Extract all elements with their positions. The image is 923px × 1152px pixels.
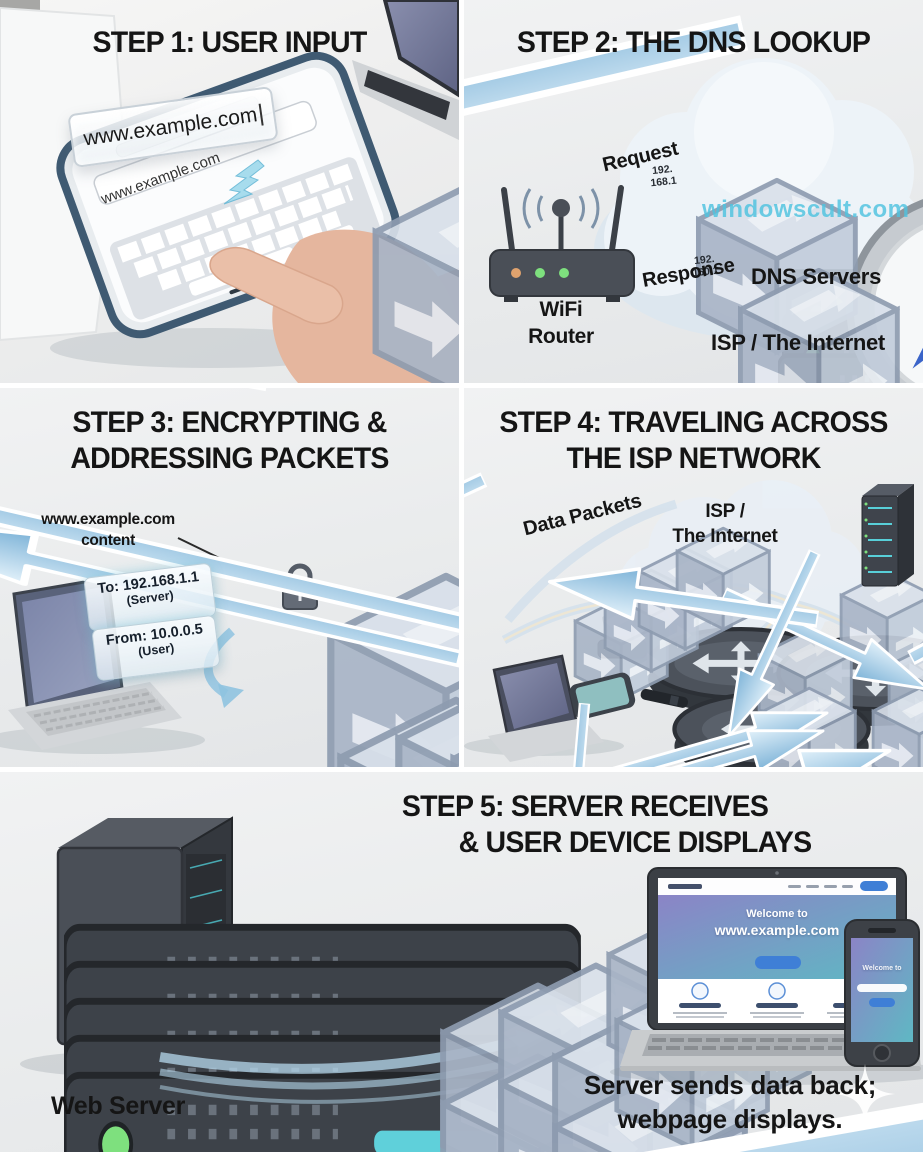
step1-title: STEP 1: USER INPUT xyxy=(92,26,367,59)
nav-cta-button xyxy=(860,881,888,891)
web-server-label: Web Server xyxy=(50,1092,186,1120)
usb-dongle xyxy=(640,688,689,708)
panel-step5: STEP 5: SERVER RECEIVES & USER DEVICE DI… xyxy=(0,772,923,1152)
step5-title-line1: STEP 5: SERVER RECEIVES xyxy=(401,790,769,823)
step2-title: STEP 2: THE DNS LOOKUP xyxy=(516,26,871,59)
caption-line1: Server sends data back; xyxy=(583,1070,877,1100)
phone-button xyxy=(869,998,895,1007)
watermark: windowscult.com xyxy=(702,196,910,223)
step5-title-line2: & USER DEVICE DISPLAYS xyxy=(458,826,813,859)
isp-internet-label: ISP / The Internet xyxy=(711,330,885,355)
wifi-router xyxy=(489,185,635,302)
laptop-hero-line1: Welcome to xyxy=(746,908,808,920)
caption-line2: webpage displays. xyxy=(617,1104,843,1134)
step4-illustration xyxy=(464,388,923,767)
laptop-corner xyxy=(352,0,459,140)
site-logo xyxy=(668,884,702,889)
panel-step4: STEP 4: TRAVELING ACROSS THE ISP NETWORK… xyxy=(464,388,923,767)
hero-button xyxy=(755,956,801,969)
panel-step3: STEP 3: ENCRYPTING & ADDRESSING PACKETS … xyxy=(0,388,459,767)
step3-title-line1: STEP 3: ENCRYPTING & xyxy=(72,406,387,439)
text-cursor xyxy=(258,103,264,126)
finger xyxy=(209,246,344,325)
phone-input-pill xyxy=(857,984,907,992)
laptop-display xyxy=(620,867,921,1071)
isp-cloud-label: ISP / The Internet xyxy=(672,501,778,547)
home-button xyxy=(873,1044,891,1062)
phone-display xyxy=(844,919,920,1067)
server-tower-small xyxy=(861,484,914,587)
panel-step2: STEP 2: THE DNS LOOKUP Request 192. 168.… xyxy=(464,0,923,383)
request-packet-number: 192. 168.1 xyxy=(649,163,678,189)
crystal-arrow-icon xyxy=(223,159,265,205)
address-bar-text: www.example.com xyxy=(82,103,259,151)
phone-screen-text: Welcome to xyxy=(862,965,902,972)
nav-links xyxy=(788,885,853,888)
panel-step1: STEP 1: USER INPUT www.example.com www.e… xyxy=(0,0,459,383)
step5-illustration xyxy=(20,816,923,1152)
sparkle-icon xyxy=(835,1064,895,1124)
step3-title-line2: ADDRESSING PACKETS xyxy=(70,442,389,475)
content-label: www.example.com content xyxy=(41,511,175,549)
wifi-router-label: WiFi Router xyxy=(528,298,594,349)
laptop-hero-line2: www.example.com xyxy=(714,922,840,938)
step2-illustration xyxy=(464,0,923,383)
dns-servers-label: DNS Servers xyxy=(751,264,881,289)
step4-title-line1: STEP 4: TRAVELING ACROSS xyxy=(499,406,888,439)
step4-title-line2: THE ISP NETWORK xyxy=(566,442,821,475)
web-server-tower xyxy=(56,816,581,1152)
